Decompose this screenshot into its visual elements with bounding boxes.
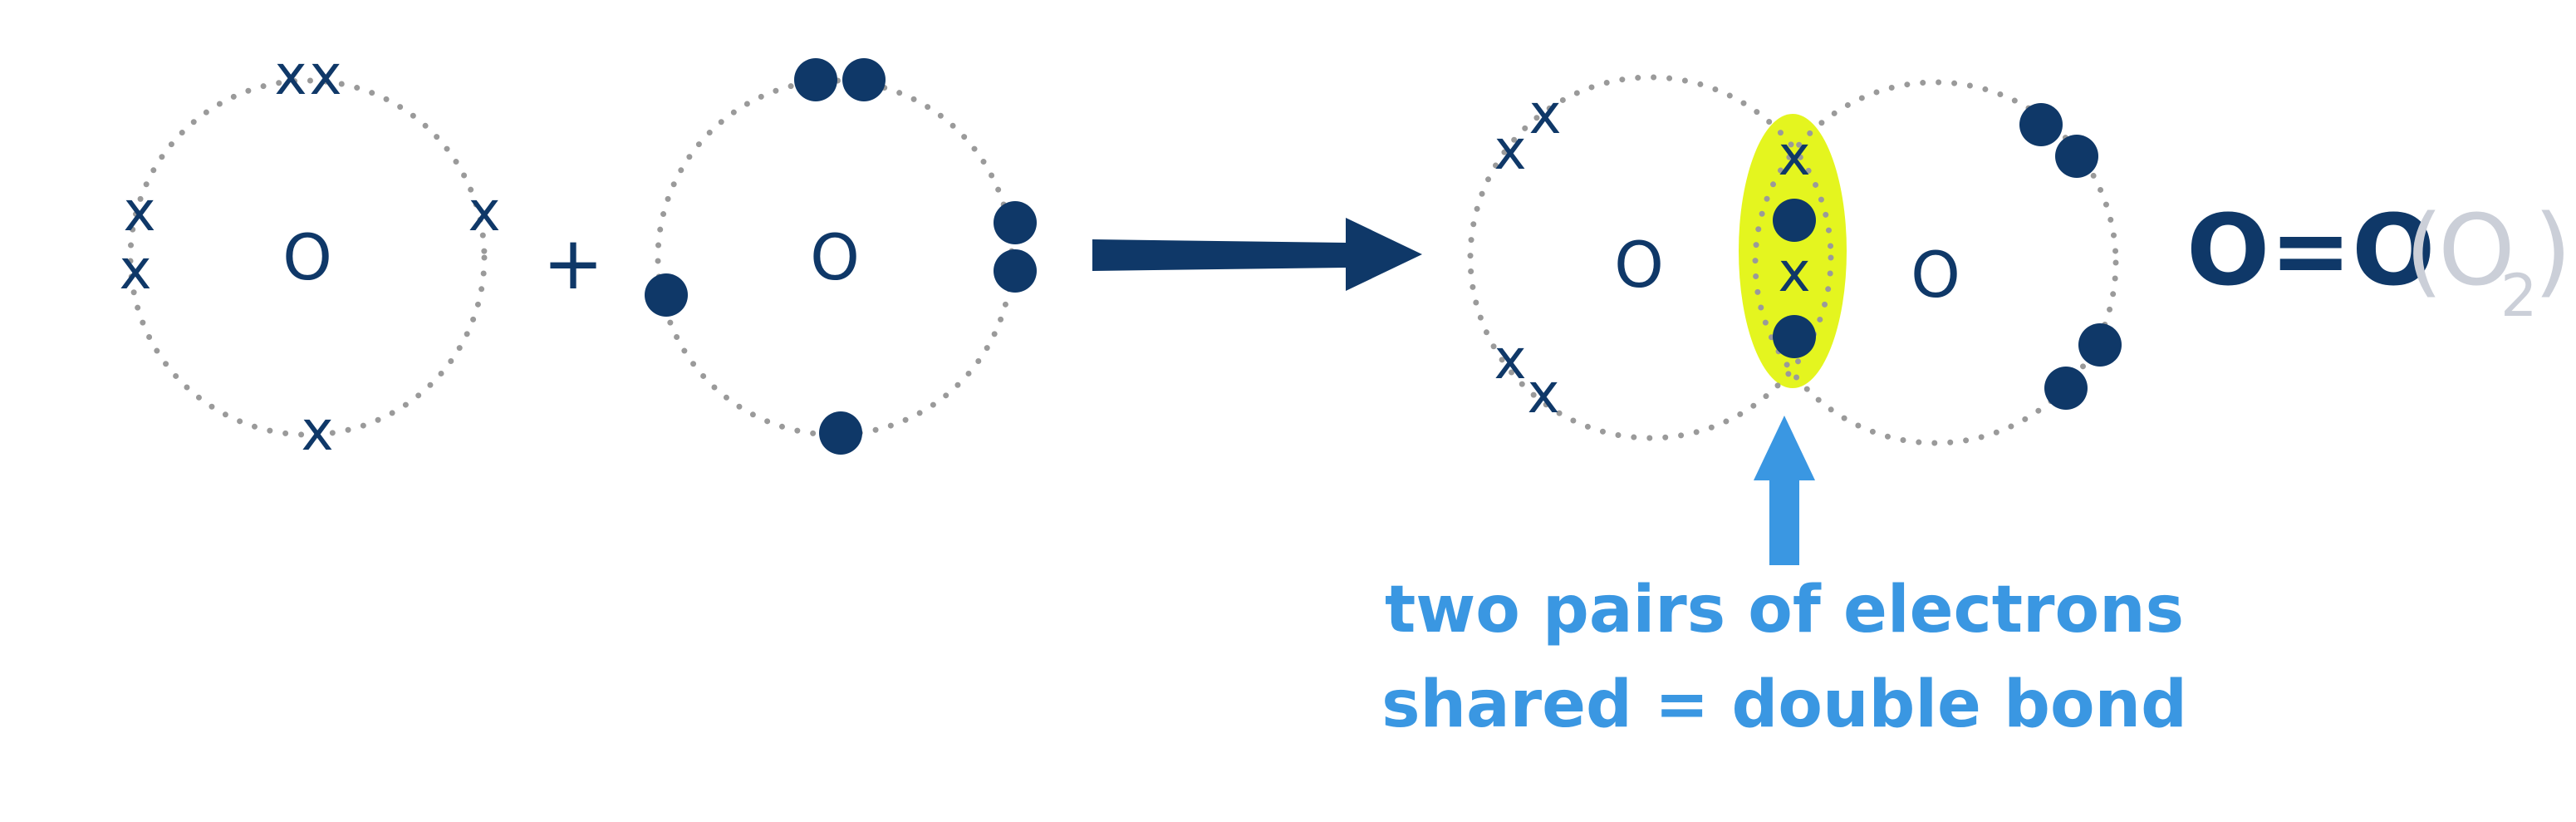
electron-cross: x	[1494, 118, 1526, 182]
formula-close-paren: )	[2534, 193, 2572, 308]
atom-symbol-left: O	[1614, 228, 1664, 302]
shared-electron-cross: x	[1778, 240, 1810, 304]
electron-cross: x	[274, 43, 307, 107]
atom-symbol-right: O	[1911, 238, 1960, 312]
electron-cross: x	[309, 43, 341, 107]
electron-cross: x	[119, 238, 151, 302]
electron-dot	[994, 201, 1037, 244]
caption-line-2: shared = double bond	[1381, 667, 2187, 742]
caption: two pairs of electrons shared = double b…	[1381, 573, 2187, 742]
atom-symbol: O	[810, 220, 860, 294]
electron-dot	[819, 411, 862, 455]
electron-dot	[994, 249, 1037, 293]
formula-element: O	[2438, 193, 2515, 308]
reactant-atom-dots: O	[645, 58, 1037, 455]
electron-dot	[2044, 367, 2088, 410]
formula-open-paren: (	[2405, 193, 2443, 308]
electron-cross: x	[1494, 327, 1526, 391]
electron-shell-right	[1752, 79, 2119, 446]
product-formula: O=O ( O 2 )	[2186, 193, 2572, 330]
electron-dot	[2055, 135, 2098, 178]
pointer-arrow	[1754, 416, 1815, 565]
shared-electron-dot	[1773, 315, 1816, 358]
caption-line-1: two pairs of electrons	[1385, 573, 2184, 647]
electron-cross: x	[301, 399, 333, 463]
electron-cross: x	[1528, 82, 1561, 146]
electron-cross: x	[1527, 362, 1559, 426]
atom-symbol: O	[282, 220, 332, 294]
product-molecule: O O x x x x x x	[1467, 74, 2122, 446]
electron-shell-left	[1467, 74, 1834, 441]
electron-dot	[842, 58, 886, 101]
formula-subscript: 2	[2500, 262, 2538, 330]
reaction-arrow	[1092, 218, 1422, 291]
electron-shell	[127, 77, 488, 438]
shared-electron-cross: x	[1778, 124, 1810, 188]
structural-formula: O=O	[2186, 193, 2436, 308]
electron-dot	[645, 273, 688, 317]
plus-sign: +	[542, 220, 604, 306]
electron-cross: x	[468, 180, 500, 244]
reactant-atom-crosses: O x x x x x x	[119, 43, 500, 463]
electron-dot	[2078, 323, 2122, 367]
shared-electron-dot	[1773, 199, 1816, 242]
electron-dot	[2019, 103, 2063, 146]
electron-dot	[794, 58, 837, 101]
electron-cross: x	[123, 180, 155, 244]
